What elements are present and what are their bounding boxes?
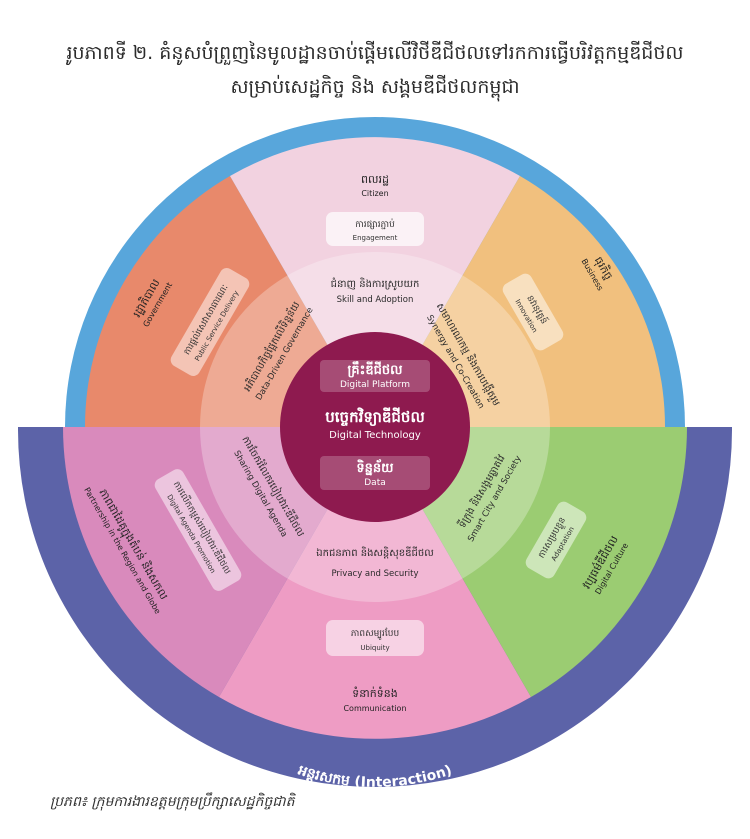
culture-pill	[525, 501, 587, 579]
business-pill	[502, 273, 564, 351]
citizen-pill-km: ការផ្សារភ្ជាប់	[355, 218, 395, 230]
figure-title-line-1: រូបភាពទី ២. គំនូសបំព្រួញនៃមូលដ្ឋានចាប់ផ្…	[66, 42, 684, 64]
center-platform-km: គ្រឹះឌីជីថល	[348, 361, 404, 378]
citizen-label-en: Citizen	[361, 189, 388, 198]
platform-box	[320, 360, 430, 392]
communication-pill-en: Ubiquity	[360, 644, 389, 652]
center-platform-en: Digital Platform	[340, 380, 410, 390]
communication-pill-km: ភាពសម្បូរបែប	[351, 627, 400, 640]
communication-label-en: Communication	[343, 704, 406, 713]
data-box	[320, 456, 430, 490]
segment-communication	[219, 427, 531, 739]
communication-label-km: ទំនាក់ទំនង	[352, 686, 397, 700]
source-note: ប្រភព៖ ក្រុមការងារឧត្តមក្រុមប្រឹក្សាសេដ្…	[50, 794, 295, 810]
center-technology-en: Digital Technology	[329, 430, 421, 441]
citizen-label-km: ពលរដ្ឋ	[361, 173, 389, 186]
center-data-en: Data	[364, 478, 386, 488]
center-data-km: ទិន្នន័យ	[356, 459, 394, 476]
citizen-inner-km: ជំនាញ និងការស្រូបយក	[331, 277, 420, 291]
center-technology-km: បច្ចេកវិទ្យាឌីជីថល	[325, 407, 424, 427]
partnership-pill	[154, 469, 242, 591]
citizen-inner-en: Skill and Adoption	[337, 295, 414, 305]
citizen-pill-en: Engagement	[353, 234, 398, 242]
citizen-pill	[326, 212, 424, 246]
communication-inner-km: ឯកជនភាព និងសន្តិសុខឌីជីថល	[316, 546, 434, 560]
communication-inner-en: Privacy and Security	[331, 569, 418, 579]
government-pill	[170, 268, 250, 376]
segment-citizen	[230, 137, 520, 427]
communication-pill	[326, 620, 424, 656]
center-disc	[280, 332, 470, 522]
figure-title-line-2: សម្រាប់សេដ្ឋកិច្ច និង សង្គមឌីជីថលកម្ពុជា	[230, 76, 520, 98]
